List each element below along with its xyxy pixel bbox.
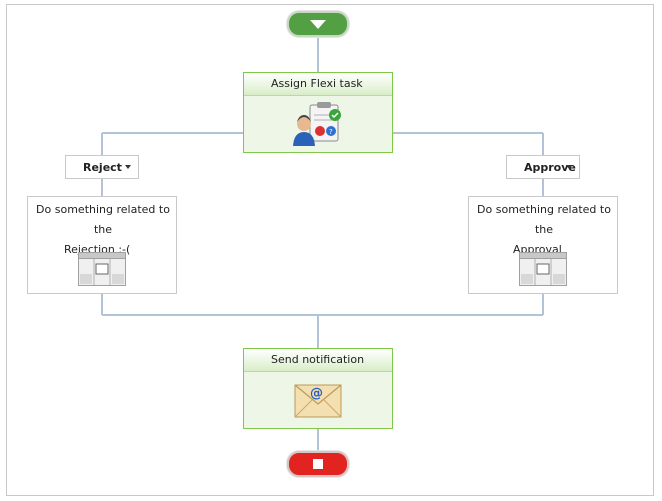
play-down-icon — [310, 19, 326, 29]
svg-text:?: ? — [329, 128, 333, 136]
approve-code-line1: Do something related to the — [477, 203, 611, 236]
svg-text:@: @ — [310, 386, 323, 401]
code-activity-icon — [78, 252, 126, 286]
start-node[interactable] — [287, 11, 349, 37]
caret-down-icon — [125, 165, 131, 169]
approve-code-activity[interactable]: Do something related to the Approval — [468, 196, 618, 294]
code-activity-icon — [519, 252, 567, 286]
reject-label: Reject — [83, 160, 122, 174]
reject-branch-dropdown[interactable]: Reject — [65, 155, 139, 179]
approve-code-text: Do something related to the Approval — [469, 197, 617, 260]
task-assignment-icon: ? — [293, 102, 341, 146]
caret-down-icon — [566, 165, 572, 169]
assign-flexi-task-activity[interactable]: Assign Flexi task ? — [243, 72, 393, 153]
approve-label: Approve — [524, 160, 576, 174]
email-envelope-icon: @ — [294, 384, 342, 418]
activity-title: Assign Flexi task — [244, 73, 392, 96]
end-node[interactable] — [287, 451, 349, 477]
reject-code-line1: Do something related to the — [36, 203, 170, 236]
stop-icon — [313, 459, 323, 469]
reject-code-activity[interactable]: Do something related to the Rejection :-… — [27, 196, 177, 294]
reject-code-text: Do something related to the Rejection :-… — [28, 197, 176, 260]
send-notification-activity[interactable]: Send notification @ — [243, 348, 393, 429]
approve-branch-dropdown[interactable]: Approve — [506, 155, 580, 179]
activity-title: Send notification — [244, 349, 392, 372]
